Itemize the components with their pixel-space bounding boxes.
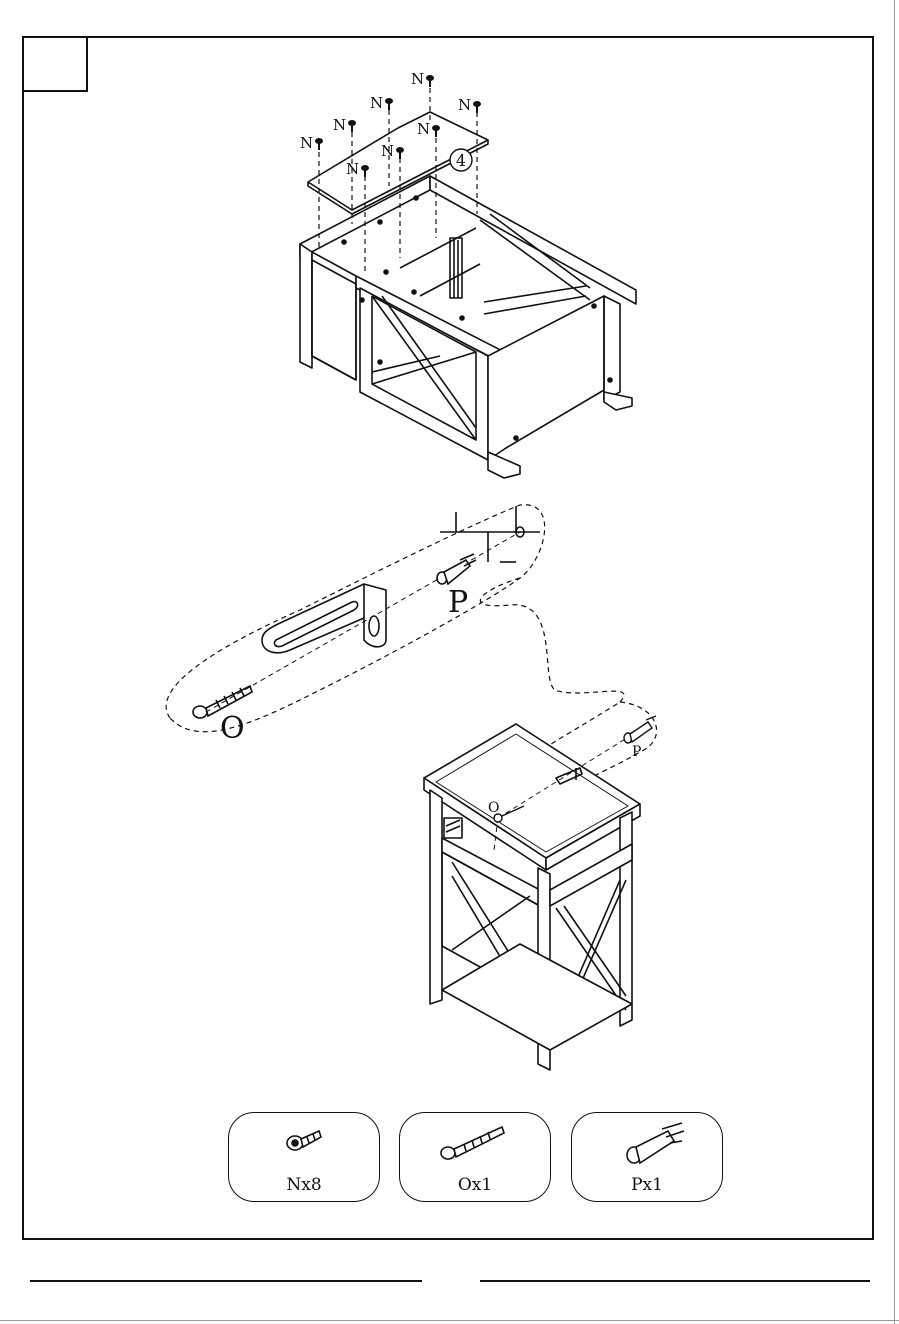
label-n-1: N <box>300 134 313 152</box>
label-o-large: O <box>220 711 245 746</box>
hardware-card-o: Ox1 <box>399 1112 551 1202</box>
hardware-label-p: Px1 <box>572 1175 722 1195</box>
hardware-card-n: Nx8 <box>228 1112 380 1202</box>
label-p-small: P <box>632 744 641 760</box>
anchor-p-small <box>624 716 656 743</box>
l-bracket <box>262 584 386 653</box>
hardware-label-n: Nx8 <box>229 1175 379 1195</box>
page-edge-right <box>894 0 895 1324</box>
panel-callout: 4 <box>450 149 472 171</box>
label-o-small: O <box>488 800 499 816</box>
label-n-7: N <box>417 120 430 138</box>
hardware-label-o: Ox1 <box>400 1175 550 1195</box>
right-side-panel <box>488 296 604 460</box>
screw-o-large <box>193 578 440 718</box>
anchor-p-large <box>437 554 476 584</box>
panel-number: 4 <box>456 151 466 170</box>
hardware-card-p: Px1 <box>571 1112 723 1202</box>
footer-rule-right <box>480 1280 870 1282</box>
label-n-8: N <box>458 96 471 114</box>
label-n-4: N <box>370 94 383 112</box>
label-p-large: P <box>448 585 468 620</box>
page-edge-bottom <box>0 1320 899 1321</box>
label-n-5: N <box>381 142 394 160</box>
footer-rule-left <box>30 1280 422 1282</box>
label-n-2: N <box>333 116 346 134</box>
label-n-3: N <box>346 160 359 178</box>
label-n-6: N <box>411 70 424 88</box>
cabinet-assembled <box>424 724 640 1070</box>
